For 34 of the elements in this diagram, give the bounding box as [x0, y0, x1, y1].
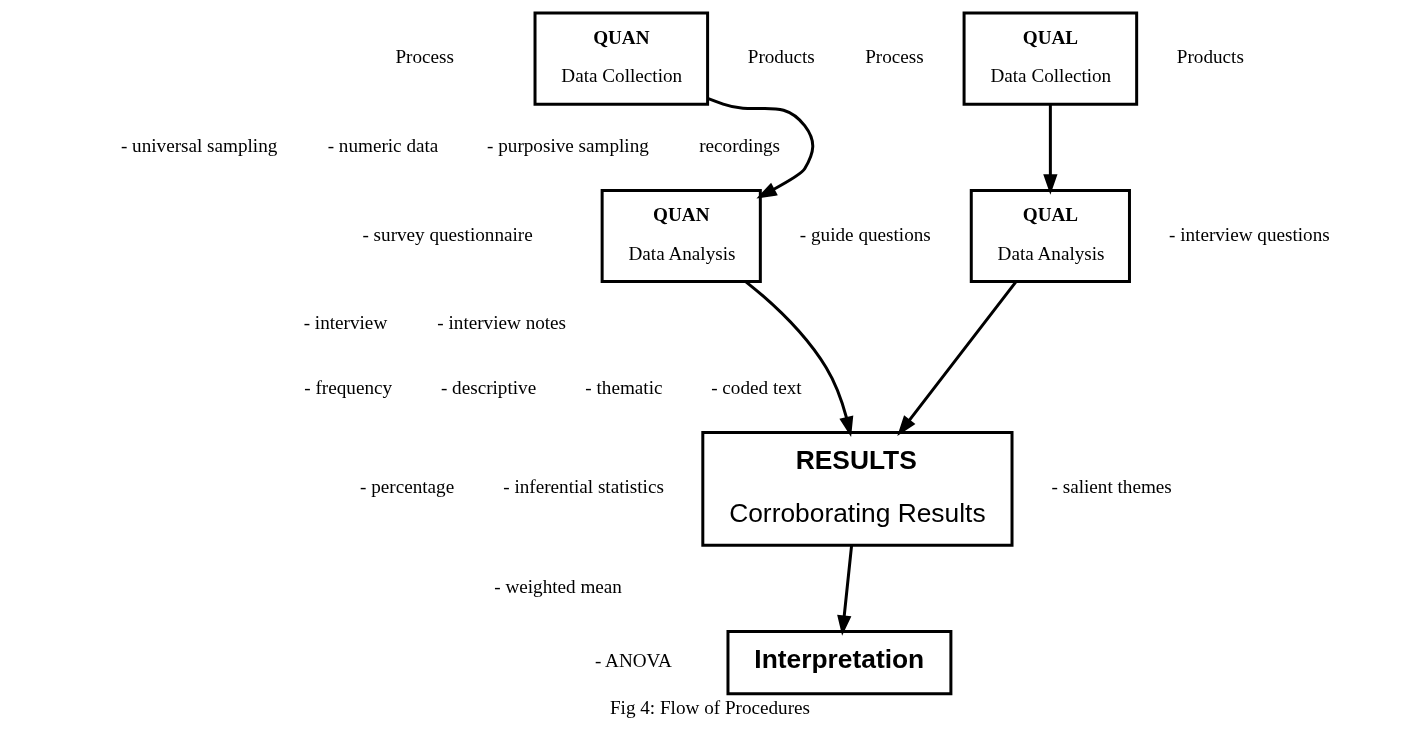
arrow [896, 281, 1017, 436]
label: - inferential statistics [502, 476, 664, 498]
label: - interview notes [436, 312, 566, 334]
label: - interview questions [1168, 223, 1330, 245]
arrow [744, 280, 853, 437]
label: - numeric data [327, 134, 438, 156]
label: - frequency [303, 376, 392, 398]
node-box: QUAL Data Analysis [969, 188, 1131, 283]
node-box: QUAL Data Collection [962, 11, 1138, 106]
label: Products [1176, 46, 1244, 68]
label: Products [747, 46, 815, 68]
label: recordings [698, 134, 780, 156]
node-box: QUAN Data Analysis [600, 188, 762, 283]
label: - purposive sampling [486, 134, 649, 156]
label: - guide questions [799, 223, 931, 245]
label: - descriptive [440, 376, 536, 398]
label: - percentage [359, 476, 454, 498]
label: Process [864, 46, 924, 68]
label: - interview [303, 312, 387, 334]
label: - salient themes [1051, 476, 1172, 498]
label: - universal sampling [120, 134, 277, 156]
label: - thematic [584, 376, 662, 398]
node-box: Interpretation [726, 629, 952, 696]
arrow [706, 97, 814, 199]
label: - ANOVA [594, 650, 672, 672]
label: Process [394, 46, 454, 68]
arrow [836, 545, 853, 636]
arrow [1042, 104, 1057, 195]
label: - survey questionnaire [361, 223, 533, 245]
caption: Fig 4: Flow of Procedures [609, 696, 810, 718]
label: - coded text [710, 376, 802, 398]
node-box: RESULTS Corroborating Results [700, 431, 1013, 547]
node-box: QUAN Data Collection [533, 11, 709, 106]
label: - weighted mean [493, 575, 622, 597]
